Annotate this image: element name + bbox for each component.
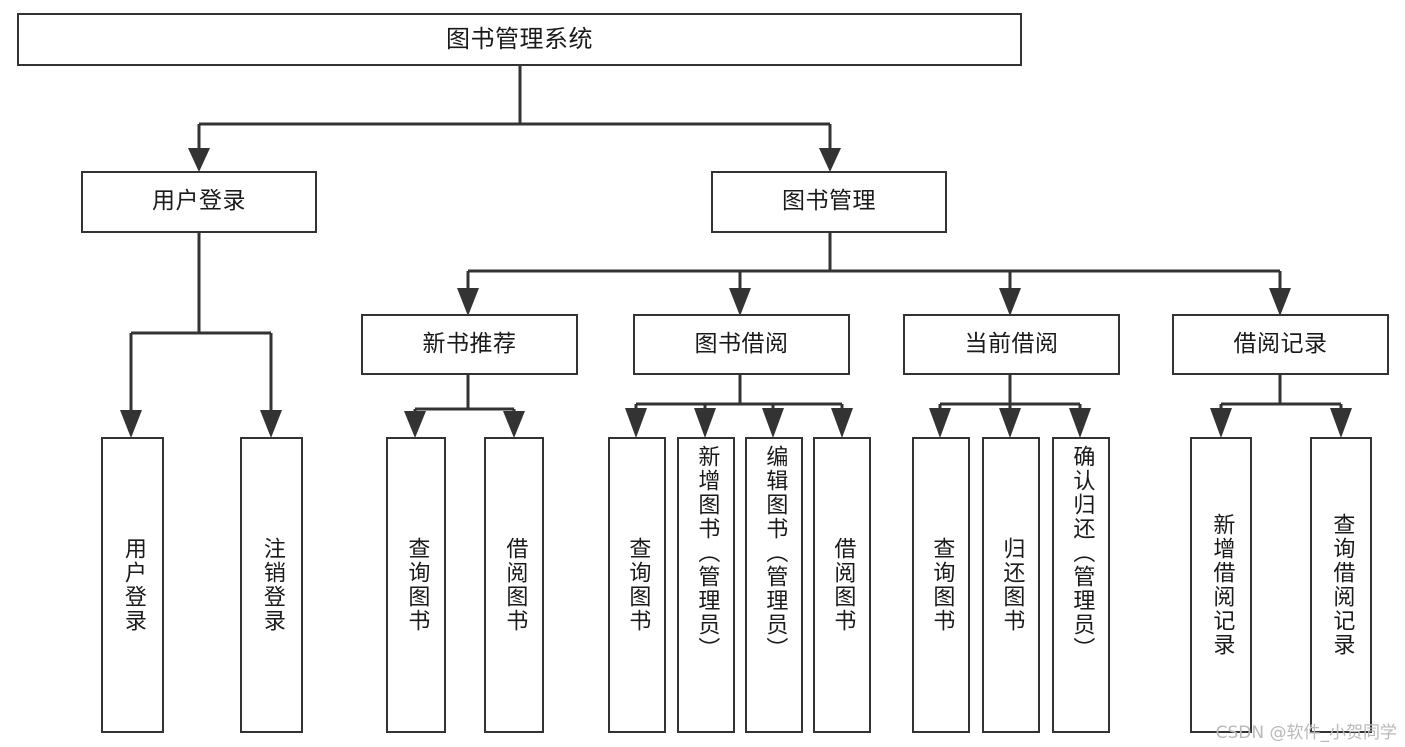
leaf-rec-add-record-label: 新增借阅记录 [1209, 513, 1235, 657]
node-new-book-rec-label: 新书推荐 [422, 330, 517, 357]
leaf-borrow-borrow-book-label: 借阅图书 [830, 537, 856, 633]
node-user-login-label: 用户登录 [152, 188, 246, 215]
leaf-rec-query-book[interactable]: 查询图书 [386, 437, 446, 733]
node-borrow-record[interactable]: 借阅记录 [1172, 314, 1389, 375]
leaf-cur-return-book[interactable]: 归还图书 [982, 437, 1040, 733]
node-borrow-record-label: 借阅记录 [1233, 330, 1328, 357]
leaf-cur-query-book-label: 查询图书 [929, 537, 955, 633]
leaf-borrow-query-book[interactable]: 查询图书 [608, 437, 666, 733]
leaf-borrow-borrow-book[interactable]: 借阅图书 [813, 437, 871, 733]
node-current-borrow[interactable]: 当前借阅 [903, 314, 1120, 375]
leaf-user-login[interactable]: 用户登录 [101, 437, 164, 733]
leaf-user-logout-label: 注销登录 [259, 537, 285, 633]
node-book-borrow[interactable]: 图书借阅 [633, 314, 850, 375]
node-root-label: 图书管理系统 [446, 25, 593, 54]
leaf-user-logout[interactable]: 注销登录 [240, 437, 303, 733]
leaf-rec-query-book-label: 查询图书 [404, 537, 430, 633]
leaf-borrow-add-book-label: 新增图书（管理员） [694, 445, 720, 661]
node-user-login[interactable]: 用户登录 [81, 171, 317, 233]
node-new-book-rec[interactable]: 新书推荐 [361, 314, 578, 375]
leaf-rec-borrow-book-label: 借阅图书 [502, 537, 528, 633]
leaf-cur-query-book[interactable]: 查询图书 [912, 437, 970, 733]
node-book-manage-label: 图书管理 [782, 188, 876, 215]
node-book-manage[interactable]: 图书管理 [711, 171, 947, 233]
node-root[interactable]: 图书管理系统 [17, 13, 1022, 66]
leaf-user-login-label: 用户登录 [120, 537, 146, 633]
leaf-rec-query-record[interactable]: 查询借阅记录 [1310, 437, 1372, 733]
leaf-cur-confirm-return[interactable]: 确认归还（管理员） [1052, 437, 1110, 733]
leaf-borrow-add-book[interactable]: 新增图书（管理员） [677, 437, 735, 733]
node-book-borrow-label: 图书借阅 [694, 330, 789, 357]
leaf-rec-add-record[interactable]: 新增借阅记录 [1190, 437, 1252, 733]
leaf-rec-borrow-book[interactable]: 借阅图书 [484, 437, 544, 733]
node-current-borrow-label: 当前借阅 [964, 330, 1059, 357]
leaf-rec-query-record-label: 查询借阅记录 [1329, 513, 1355, 657]
leaf-borrow-query-book-label: 查询图书 [625, 537, 651, 633]
leaf-borrow-edit-book-label: 编辑图书（管理员） [762, 445, 788, 661]
leaf-cur-confirm-return-label: 确认归还（管理员） [1069, 445, 1095, 661]
csdn-watermark: CSDN @软件_小贺同学 [1215, 723, 1397, 743]
leaf-cur-return-book-label: 归还图书 [999, 537, 1025, 633]
leaf-borrow-edit-book[interactable]: 编辑图书（管理员） [745, 437, 803, 733]
